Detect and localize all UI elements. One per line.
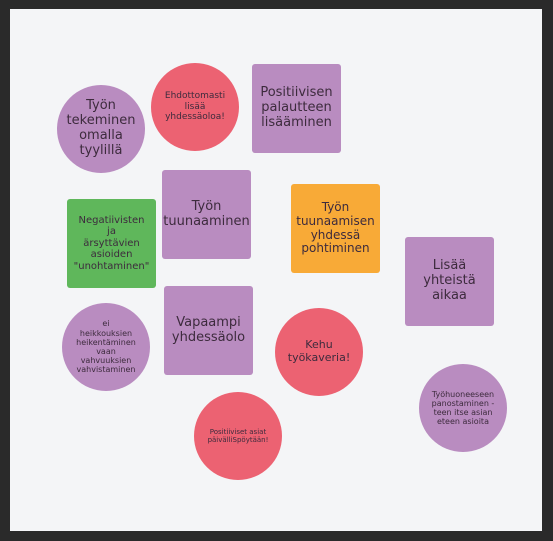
- note-tyon-tekeminen-omalla-tyylilla[interactable]: Työn tekeminen omalla tyylillä: [57, 85, 145, 173]
- note-tyon-tuunaaminen[interactable]: Työn tuunaaminen: [162, 170, 251, 259]
- note-text: Positiivisen palautteen lisääminen: [260, 85, 333, 130]
- note-tyon-tuunaamisen-yhdessa-pohtiminen[interactable]: Työn tuunaamisen yhdessä pohtiminen: [291, 184, 380, 273]
- note-text: Ehdottomasti lisää yhdessäoloa!: [164, 91, 226, 123]
- note-text: Työn tekeminen omalla tyylillä: [66, 98, 136, 158]
- note-text: Työn tuunaamisen yhdessä pohtiminen: [296, 199, 375, 256]
- note-text: Kehu työkaveria!: [287, 338, 351, 364]
- note-text: Negatiivisten ja ärsyttävien asioiden "u…: [73, 214, 150, 272]
- note-lisaa-yhteista-aikaa[interactable]: Lisää yhteistä aikaa: [405, 237, 494, 326]
- note-text: Positiiviset asiat päivälliSpöytään!: [207, 427, 269, 444]
- note-positiiviset-asiat-paivallispoytaan[interactable]: Positiiviset asiat päivälliSpöytään!: [194, 392, 282, 480]
- note-vapaampi-yhdessaolo[interactable]: Vapaampi yhdessäolo: [164, 286, 253, 375]
- note-text: Työn tuunaaminen: [163, 198, 250, 229]
- note-vahvuuksien-vahvistaminen[interactable]: ei heikkouksien heikentäminen vaan vahvu…: [62, 303, 150, 391]
- note-tyohuoneeseen-panostaminen[interactable]: Työhuoneeseen panostaminen - teen itse a…: [419, 364, 507, 452]
- note-ehdottomasti-lisaa-yhdessaoloa[interactable]: Ehdottomasti lisää yhdessäoloa!: [151, 63, 239, 151]
- note-text: Vapaampi yhdessäolo: [171, 314, 246, 345]
- note-text: ei heikkouksien heikentäminen vaan vahvu…: [76, 319, 136, 375]
- note-text: Työhuoneeseen panostaminen - teen itse a…: [431, 389, 495, 427]
- note-negatiivisten-asioiden-unohtaminen[interactable]: Negatiivisten ja ärsyttävien asioiden "u…: [67, 199, 156, 288]
- whiteboard-canvas[interactable]: Työn tekeminen omalla tyylillä Ehdottoma…: [10, 9, 542, 531]
- note-positiivisen-palautteen-lisaaminen[interactable]: Positiivisen palautteen lisääminen: [252, 64, 341, 153]
- note-kehu-tyokaveria[interactable]: Kehu työkaveria!: [275, 308, 363, 396]
- note-text: Lisää yhteistä aikaa: [423, 258, 476, 303]
